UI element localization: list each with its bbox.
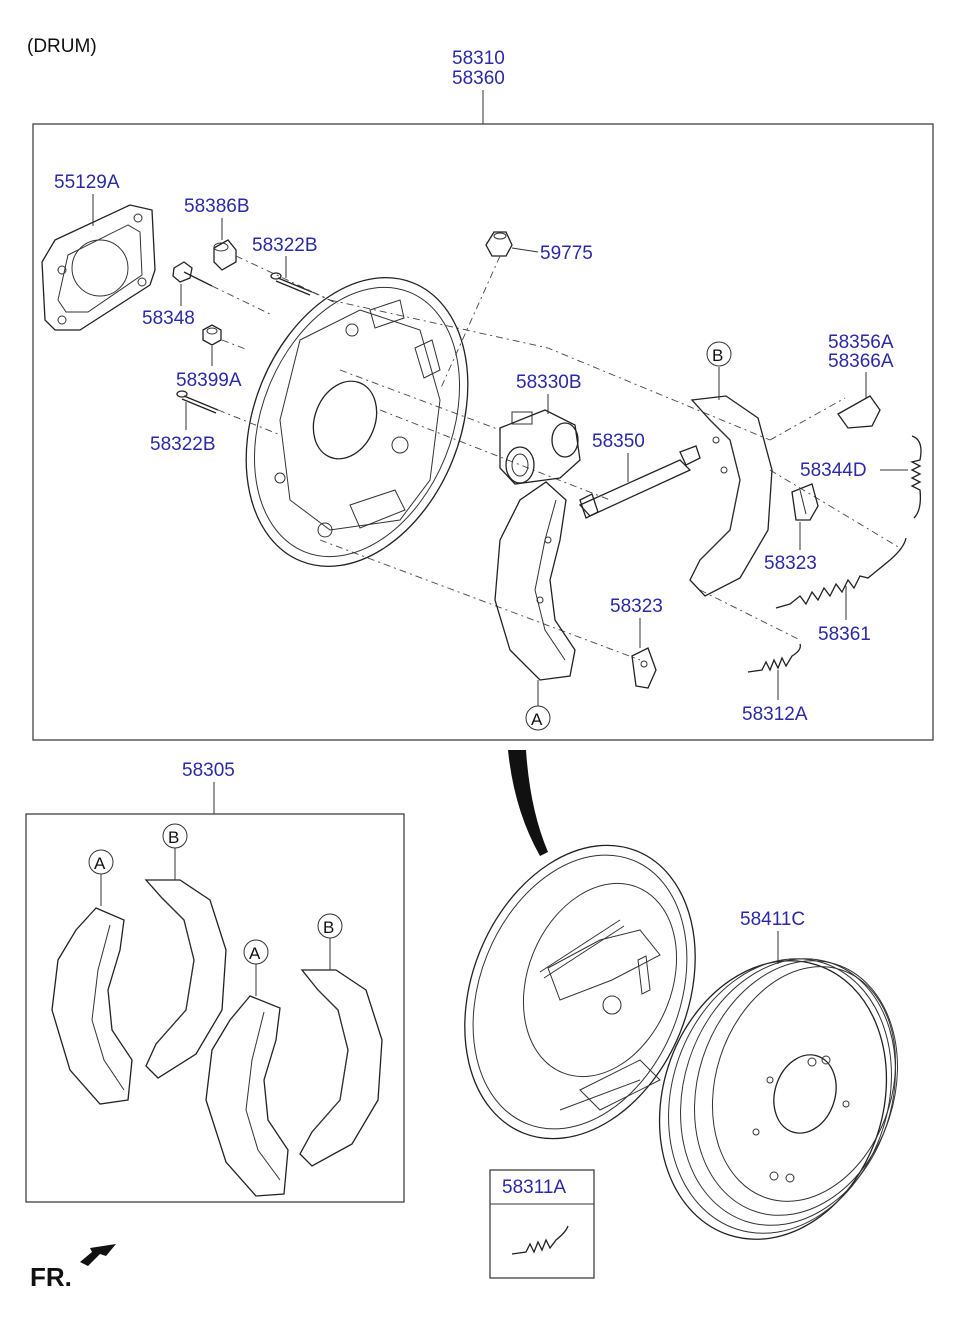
label-58356A[interactable]: 58356A xyxy=(828,332,894,353)
brake-shoe-b-part[interactable] xyxy=(689,395,773,597)
marker-a-kit-1: A xyxy=(94,854,106,873)
label-58323-right[interactable]: 58323 xyxy=(764,553,817,574)
marker-b-kit-2: B xyxy=(323,918,334,937)
spring-58361-part[interactable] xyxy=(775,537,907,609)
label-58411C[interactable]: 58411C xyxy=(740,909,805,930)
kit-shoe-a1-part[interactable] xyxy=(51,907,133,1105)
label-58386B[interactable]: 58386B xyxy=(184,196,250,217)
spring-58312A-part[interactable] xyxy=(747,643,801,673)
spring-58311A-part[interactable] xyxy=(511,1225,569,1255)
plug-part[interactable] xyxy=(213,239,237,271)
label-58350[interactable]: 58350 xyxy=(592,431,645,452)
clip-left-part[interactable] xyxy=(631,647,657,689)
clip-right-part[interactable] xyxy=(791,483,819,521)
label-58322B-top[interactable]: 58322B xyxy=(252,235,318,256)
adjuster-part[interactable] xyxy=(578,445,701,519)
gasket-part[interactable] xyxy=(41,204,156,331)
bracket-part[interactable] xyxy=(837,380,881,429)
brake-shoe-a-part[interactable] xyxy=(494,481,576,681)
shoe-kit-frame xyxy=(25,813,405,1203)
bolt-bottom-part[interactable] xyxy=(176,390,219,414)
marker-b-top-circle xyxy=(706,341,732,367)
label-58348[interactable]: 58348 xyxy=(142,308,195,329)
front-direction-arrow-icon xyxy=(80,1244,116,1266)
label-59775[interactable]: 59775 xyxy=(540,243,593,264)
kit-shoe-a2-part[interactable] xyxy=(205,995,289,1197)
backing-plate-part[interactable] xyxy=(205,244,508,599)
assembly-arrow-icon xyxy=(508,750,548,856)
spring-58344D-part[interactable] xyxy=(910,435,922,519)
label-58361[interactable]: 58361 xyxy=(818,624,871,645)
kit-shoe-b1-part[interactable] xyxy=(144,879,227,1079)
kit-shoe-b2-part[interactable] xyxy=(299,969,383,1167)
marker-b-kit-1: B xyxy=(168,828,179,847)
label-58399A[interactable]: 58399A xyxy=(176,370,242,391)
diagram-title: (DRUM) xyxy=(27,36,97,57)
bolt-top-part[interactable] xyxy=(270,272,313,296)
label-58330B[interactable]: 58330B xyxy=(516,372,582,393)
top-assembly-frame xyxy=(32,123,934,741)
direction-label: FR. xyxy=(30,1262,72,1292)
label-58310[interactable]: 58310 xyxy=(452,48,505,69)
marker-a-kit-2: A xyxy=(249,944,261,963)
spring-kit-frame xyxy=(489,1169,595,1279)
label-58344D[interactable]: 58344D xyxy=(800,460,867,481)
label-58311A[interactable]: 58311A xyxy=(502,1177,566,1198)
label-58312A[interactable]: 58312A xyxy=(742,704,808,725)
assembled-brake-part[interactable] xyxy=(423,811,737,1174)
bolt-58348-part[interactable] xyxy=(172,261,213,287)
label-58322B-bottom[interactable]: 58322B xyxy=(150,434,216,455)
label-58360[interactable]: 58360 xyxy=(452,68,505,89)
label-58305[interactable]: 58305 xyxy=(182,760,235,781)
marker-a-top: A xyxy=(531,710,543,729)
brake-drum-part[interactable] xyxy=(625,929,930,1269)
nut-58399A-part[interactable] xyxy=(202,324,222,346)
label-55129A[interactable]: 55129A xyxy=(54,172,120,193)
wheel-cylinder-part[interactable] xyxy=(499,409,581,485)
label-58323-left[interactable]: 58323 xyxy=(610,596,663,617)
marker-b-top: B xyxy=(712,346,723,365)
bleeder-cap-part[interactable] xyxy=(485,231,513,257)
label-58366A[interactable]: 58366A xyxy=(828,351,894,372)
